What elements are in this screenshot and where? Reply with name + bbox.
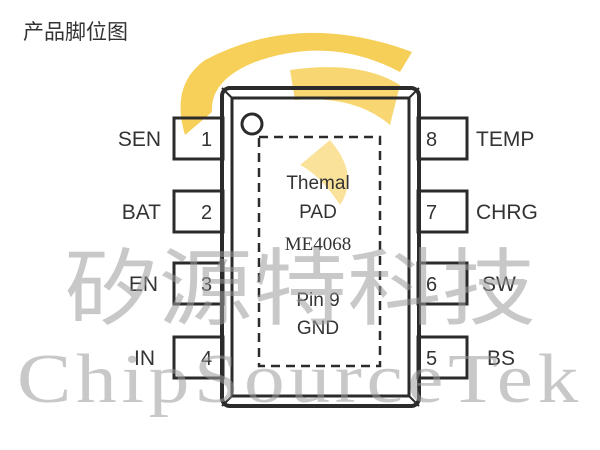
thermal-pad <box>257 135 382 368</box>
left-pin-1: 1 SEN <box>118 116 225 161</box>
logo-swoosh-inner <box>290 67 400 125</box>
pin-number: 6 <box>426 274 437 296</box>
left-pin-4: 4 IN <box>134 335 225 380</box>
pin-label: TEMP <box>476 128 534 151</box>
pin-number: 1 <box>201 129 212 151</box>
pin-lead <box>416 116 469 161</box>
pin-lead <box>416 335 469 380</box>
chip-body-inner <box>230 96 411 398</box>
pin-number: 3 <box>201 274 212 296</box>
pin-number: 7 <box>426 202 437 224</box>
pad-label-pin9: Pin 9 <box>296 290 339 311</box>
right-pin-5: 5 BS <box>416 335 515 380</box>
left-pin-3: 3 EN <box>129 261 225 306</box>
right-pin-7: 7 CHRG <box>416 189 538 234</box>
chip-body-outer <box>220 86 421 408</box>
page-heading: 产品脚位图 <box>23 20 128 44</box>
pad-label-pad: PAD <box>299 202 337 223</box>
pad-label-gnd: GND <box>297 318 339 339</box>
pad-label-themal: Themal <box>286 173 349 194</box>
chip-bevel <box>221 395 233 407</box>
right-pin-6: 6 SW <box>416 261 516 306</box>
watermark-logo <box>180 32 412 205</box>
pin-number: 4 <box>201 348 212 370</box>
pin-label: CHRG <box>476 201 538 224</box>
pin-lead <box>172 261 225 306</box>
pin-lead <box>416 261 469 306</box>
chip-bevel <box>408 395 420 407</box>
pin-label: BS <box>487 347 515 370</box>
right-pin-8: 8 TEMP <box>416 116 534 161</box>
chip-bevel <box>221 87 233 99</box>
pin-lead <box>172 335 225 380</box>
left-pin-2: 2 BAT <box>122 189 225 234</box>
pin-number: 8 <box>426 129 437 151</box>
pin-label: IN <box>134 347 155 370</box>
pin-label: BAT <box>122 201 161 224</box>
pin-lead <box>416 189 469 234</box>
pin-lead <box>172 189 225 234</box>
pin-number: 2 <box>201 202 212 224</box>
logo-swoosh-outer <box>180 32 412 135</box>
logo-swoosh-tail <box>300 140 348 205</box>
pin-lead <box>172 116 225 161</box>
watermark-chinese: 矽源特科技 <box>64 240 536 338</box>
pin-label: SEN <box>118 128 161 151</box>
pin1-marker <box>240 112 264 136</box>
pin-label: SW <box>482 273 516 296</box>
watermark-english: ChipSourceTek <box>17 341 583 418</box>
part-number: ME4068 <box>285 234 352 255</box>
pin-number: 5 <box>426 348 437 370</box>
chip-bevel <box>408 87 420 99</box>
pin-label: EN <box>129 273 158 296</box>
